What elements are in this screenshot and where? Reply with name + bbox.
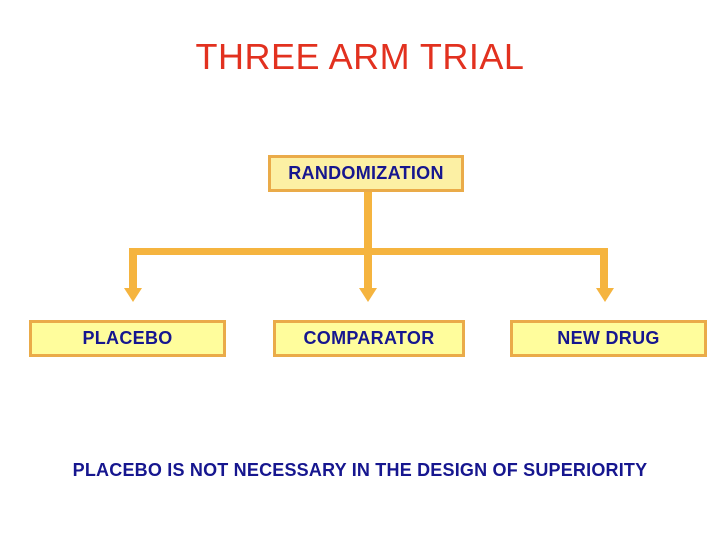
arrow-down-icon — [596, 288, 614, 302]
new-drug-arm-box: NEW DRUG — [510, 320, 707, 357]
placebo-arm-box: PLACEBO — [29, 320, 226, 357]
connector-stem-left — [129, 248, 137, 288]
footer-note: PLACEBO IS NOT NECESSARY IN THE DESIGN O… — [72, 460, 648, 480]
connector-stem-center — [364, 192, 372, 288]
randomization-box: RANDOMIZATION — [268, 155, 464, 192]
comparator-arm-box: COMPARATOR — [273, 320, 465, 357]
comparator-arm-label: COMPARATOR — [303, 328, 435, 348]
arrow-down-icon — [124, 288, 142, 302]
randomization-label: RANDOMIZATION — [288, 163, 444, 183]
new-drug-arm-label: NEW DRUG — [557, 328, 660, 348]
slide-title: THREE ARM TRIAL — [195, 36, 525, 77]
connector-stem-right — [600, 248, 608, 288]
placebo-arm-label: PLACEBO — [82, 328, 173, 348]
arrow-down-icon — [359, 288, 377, 302]
connector-horizontal-bar — [129, 248, 608, 255]
